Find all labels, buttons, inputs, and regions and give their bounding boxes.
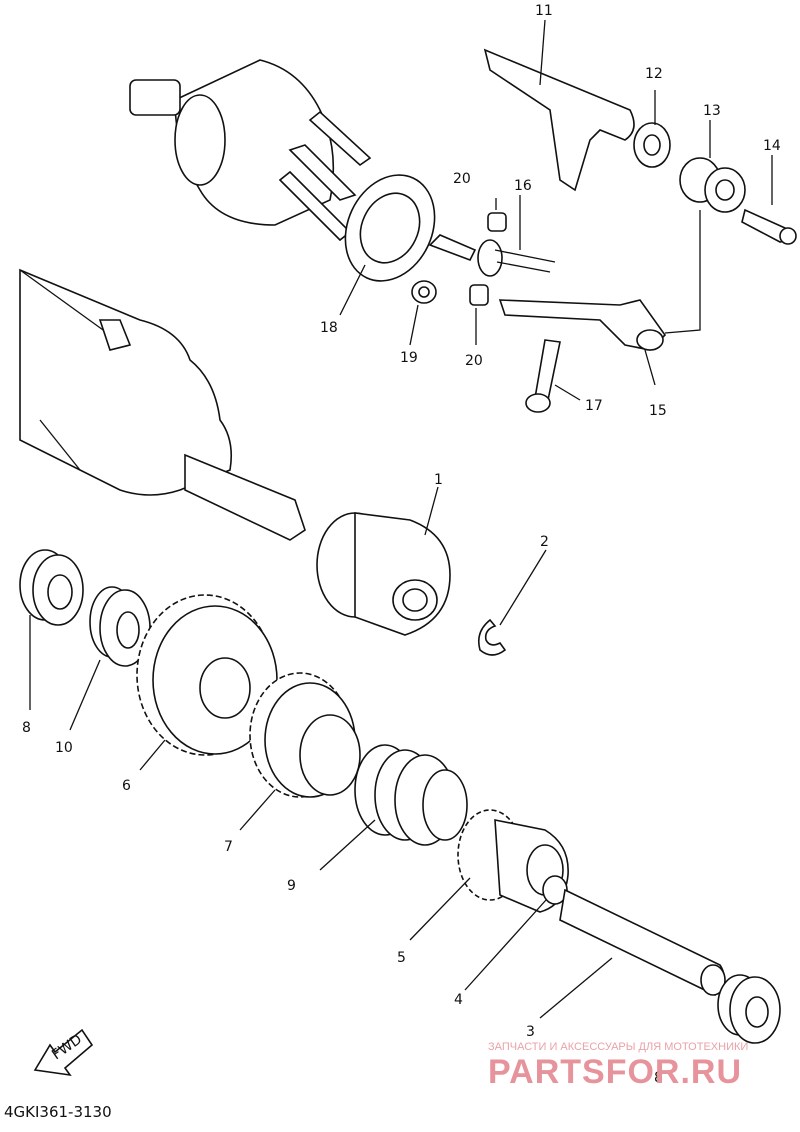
callout-4: 4 <box>454 992 463 1008</box>
part-12-washer <box>633 122 671 168</box>
callout-8-left: 8 <box>22 720 31 736</box>
drawing-code: 4GKI361-3130 <box>4 1103 112 1121</box>
watermark-tagline: ЗАПЧАСТИ И АКСЕССУАРЫ ДЛЯ МОТОТЕХНИКИ <box>488 1041 748 1053</box>
callout-5: 5 <box>397 950 406 966</box>
part-13-collar <box>679 157 746 213</box>
part-2-circlip <box>477 618 507 656</box>
callout-6: 6 <box>122 778 131 794</box>
callout-19: 19 <box>400 350 418 366</box>
part-20-bushing-lower <box>469 284 489 306</box>
part-9-spring <box>354 744 468 846</box>
callout-16: 16 <box>514 178 532 194</box>
part-15-lever <box>498 299 667 351</box>
leader-lines <box>29 19 773 1019</box>
callout-17: 17 <box>585 398 603 414</box>
part-8-bearing-left <box>19 549 84 626</box>
callout-10: 10 <box>55 740 73 756</box>
callout-1: 1 <box>434 472 443 488</box>
callout-20-upper: 20 <box>453 171 471 187</box>
callout-3: 3 <box>526 1024 535 1040</box>
part-17-pin <box>525 339 561 413</box>
callout-2: 2 <box>540 534 549 550</box>
part-19-nut <box>411 280 437 304</box>
fwd-arrow-icon: FWD <box>33 1028 94 1077</box>
part-5-gear <box>457 809 569 913</box>
part-14-screw <box>741 208 797 245</box>
callout-11: 11 <box>535 3 553 19</box>
part-11-fork <box>483 48 635 192</box>
part-6-gear <box>136 594 278 756</box>
part-7-gear <box>249 672 361 798</box>
callout-8-right: 8 <box>654 1070 663 1086</box>
callout-13: 13 <box>703 103 721 119</box>
part-10-washer <box>89 586 151 667</box>
callout-9: 9 <box>287 878 296 894</box>
callout-7: 7 <box>224 839 233 855</box>
part-16-spring <box>428 234 556 277</box>
part-3-shaft <box>559 888 726 996</box>
callout-20-lower: 20 <box>465 353 483 369</box>
part-1-starter-gear <box>316 512 451 636</box>
part-8-bearing-right <box>717 974 781 1044</box>
starter-relay-outline <box>129 59 372 242</box>
watermark: ЗАПЧАСТИ И АКСЕССУАРЫ ДЛЯ МОТОТЕХНИКИ PA… <box>488 1041 748 1091</box>
watermark-brand: PARTSFOR.RU <box>488 1053 742 1091</box>
callout-14: 14 <box>763 138 781 154</box>
part-4-collar <box>542 875 568 905</box>
callout-labels: 1 2 3 4 5 6 7 8 8 9 10 11 12 13 14 15 16… <box>22 3 781 1086</box>
starter-motor-outline <box>19 268 306 541</box>
callout-15: 15 <box>649 403 667 419</box>
callout-12: 12 <box>645 66 663 82</box>
callout-18: 18 <box>320 320 338 336</box>
part-20-bushing-upper <box>487 212 507 232</box>
part-18-plate <box>344 174 436 282</box>
